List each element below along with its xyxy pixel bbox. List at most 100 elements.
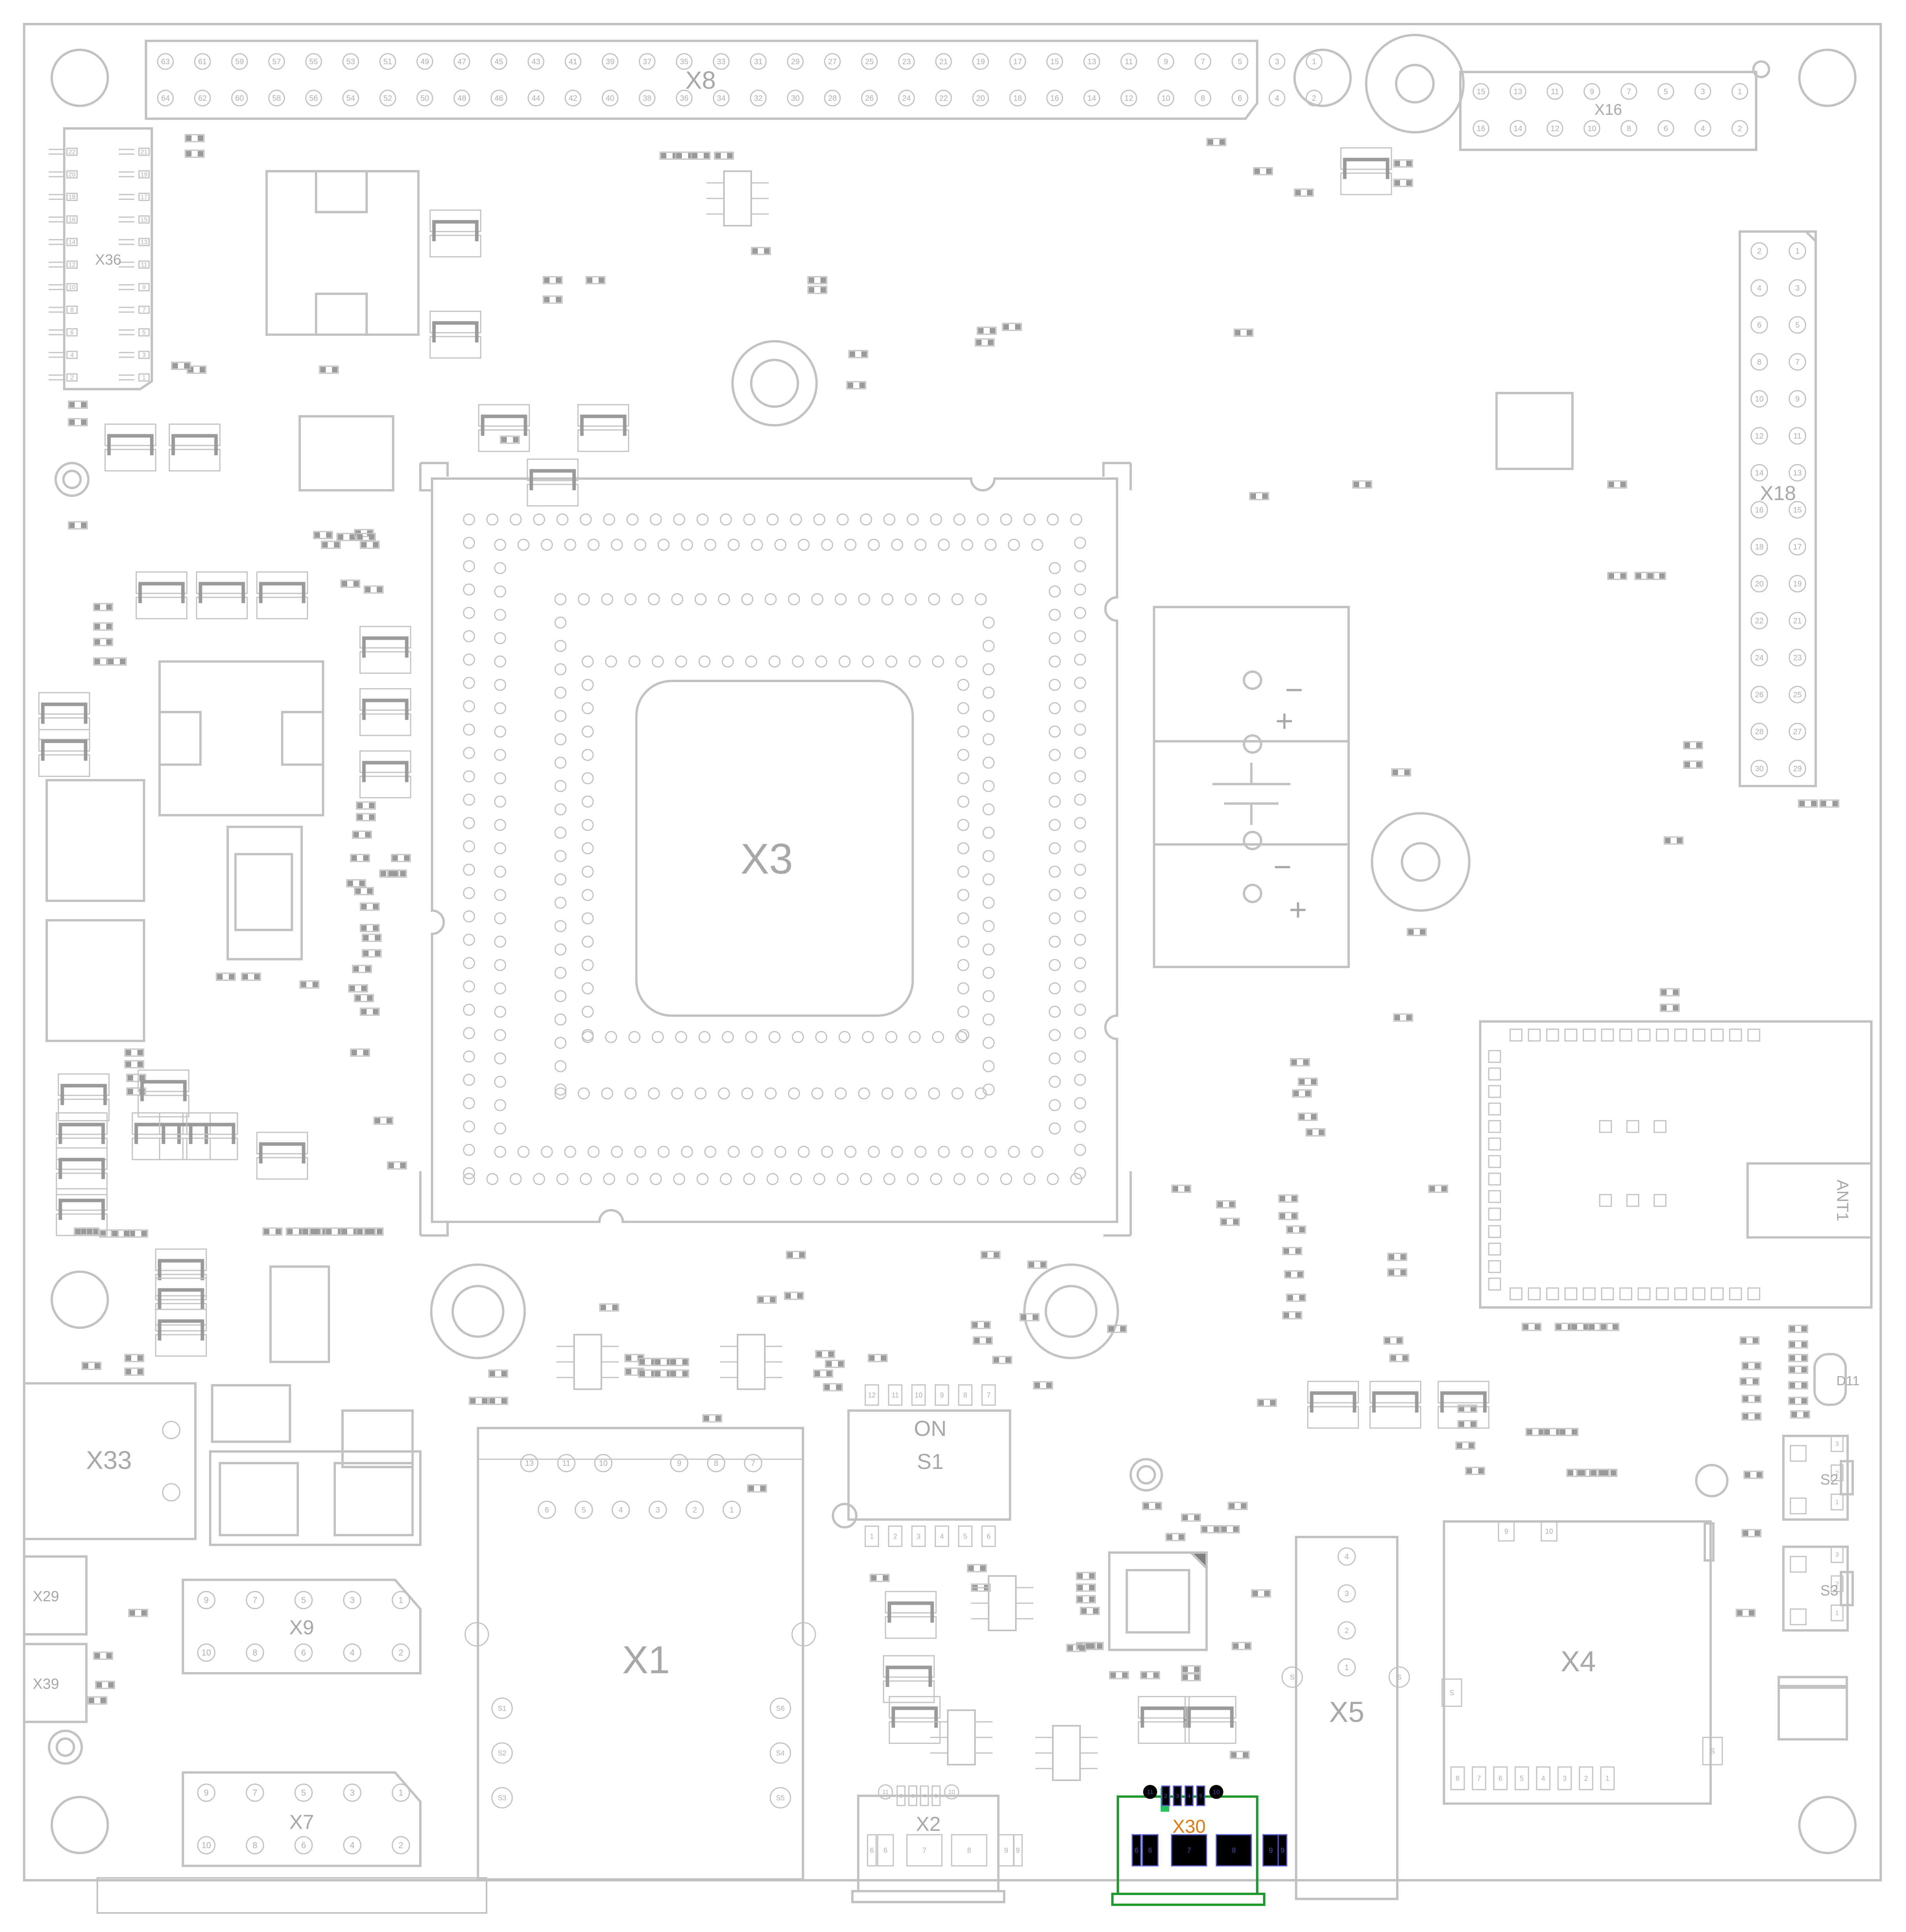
battery-minus-lower: − [1274, 849, 1292, 884]
bga-ball [463, 1120, 475, 1133]
x8-pin [861, 89, 878, 107]
pin-number: 7 [751, 1459, 755, 1468]
bga-ball [581, 935, 594, 948]
bga-ball [463, 607, 475, 619]
bga-ball [953, 513, 966, 526]
chip-pad [1182, 1515, 1188, 1520]
pin-number: 1 [870, 1532, 874, 1540]
chip-pad [1400, 1270, 1406, 1275]
chip-passive [364, 1227, 384, 1236]
x8-pin [305, 53, 322, 70]
pin-number: 48 [457, 94, 466, 103]
chip-pad [482, 1398, 487, 1404]
capacitor-polarity [362, 761, 409, 782]
pin-number: 28 [1755, 728, 1764, 736]
chip-passive [1521, 1323, 1542, 1331]
bga-ball [881, 593, 894, 605]
battery-minus-upper: − [1285, 672, 1303, 707]
bga-ball [930, 513, 942, 526]
pin-number: 1 [1836, 1499, 1839, 1506]
chip-pad [367, 995, 372, 1001]
bga-ball [1008, 539, 1020, 551]
module-pad [1692, 1028, 1706, 1042]
capacitor-polarity [107, 434, 154, 455]
s1-pin [935, 1384, 949, 1406]
x8-pin [787, 89, 804, 107]
chip-pad [404, 855, 409, 861]
bga-ball [611, 1146, 623, 1158]
chip-pad [1801, 1355, 1807, 1361]
chip-pad [1539, 1429, 1544, 1435]
module-pad [1619, 1287, 1632, 1300]
pin-number: 2 [1584, 1774, 1588, 1782]
chip-pad [1142, 1672, 1147, 1678]
pin-number: S [1290, 1673, 1295, 1681]
chip-passive [1286, 1293, 1306, 1302]
x4-pin [1493, 1766, 1508, 1790]
x8-pin [564, 89, 581, 107]
bga-ball [605, 655, 617, 668]
chip-passive [1206, 138, 1226, 146]
pin-number: 5 [1199, 1793, 1202, 1799]
chip-pad [350, 986, 355, 991]
x16-pin [1694, 83, 1711, 100]
bga-ball [977, 1173, 989, 1185]
chip-passive [352, 965, 372, 973]
x18-pin [1788, 686, 1806, 704]
x8-pin [972, 89, 989, 107]
pin-number: 9 [204, 1788, 209, 1798]
capacitor-polarity [1372, 1391, 1419, 1413]
bga-ball [1074, 910, 1086, 923]
chip-pad [1247, 330, 1252, 335]
x18-pin [1788, 390, 1806, 408]
chip-passive [669, 1369, 689, 1378]
module-pad [1488, 1260, 1501, 1273]
bga-ball [624, 593, 637, 605]
chip-pad [1757, 1472, 1762, 1478]
bga-ball [957, 749, 970, 761]
s2-label: S2 [1820, 1472, 1838, 1488]
x39-label: X39 [33, 1676, 59, 1692]
bga-ball [722, 1031, 734, 1043]
bga-ball [720, 513, 732, 526]
x36-pin [66, 193, 78, 201]
bga-ball [704, 1146, 717, 1158]
chip-passive [1220, 1525, 1240, 1534]
chip-pad [824, 1385, 830, 1390]
mounting-hole [1798, 1796, 1857, 1854]
bga-ball [675, 1031, 687, 1043]
pin-number: 7 [142, 307, 146, 314]
capacitor-body [577, 404, 629, 427]
bga-ball [1074, 1167, 1086, 1179]
chip-pad [1291, 1060, 1297, 1065]
pin-number: S2 [498, 1749, 506, 1757]
capacitor-polarity [891, 1706, 938, 1728]
pin-number: 51 [383, 58, 392, 66]
chip-passive [1253, 167, 1273, 175]
bga-ball [1074, 1144, 1086, 1156]
s1-switch-outline [847, 1409, 1011, 1521]
module-pad [1488, 1277, 1501, 1291]
bga-ball [1074, 1050, 1086, 1063]
chip-passive [702, 1414, 722, 1423]
x7-pin [294, 1783, 313, 1802]
x5-pin [1337, 1584, 1356, 1603]
chip-passive [751, 247, 771, 255]
bga-ball [751, 1146, 763, 1158]
chip-pad [75, 1229, 81, 1234]
pin-number: 4 [1344, 1553, 1349, 1561]
bga-ball [914, 1146, 927, 1158]
chip-pad [184, 363, 190, 369]
s2-pin [1830, 1435, 1844, 1452]
chip-pad [1253, 1591, 1258, 1596]
x1-label: X1 [622, 1638, 670, 1682]
bga-ball [984, 539, 997, 551]
chip-passive [1607, 480, 1627, 489]
x16-pin [1731, 120, 1748, 137]
x8-pin [342, 53, 359, 70]
bga-ball [764, 593, 777, 605]
pin-number: 20 [69, 172, 76, 178]
chip-passive [1230, 1751, 1250, 1759]
chip-passive [846, 381, 866, 390]
chip-pad [95, 1363, 100, 1369]
